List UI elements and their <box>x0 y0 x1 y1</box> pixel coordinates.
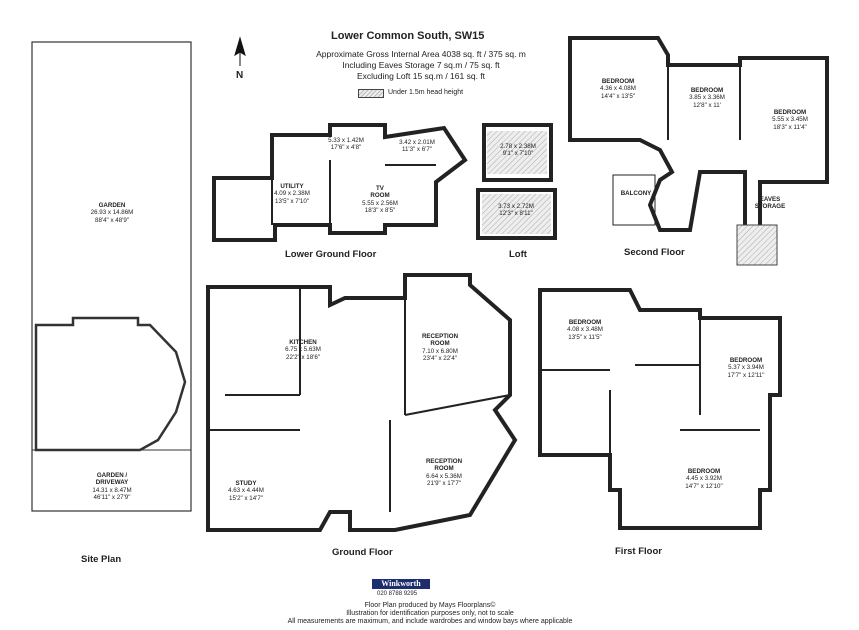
room-kitchen: KITCHEN 6.75 x 5.63M 22'2" x 18'6" <box>285 339 321 361</box>
area-line-3: Excluding Loft 15 sq.m / 161 sq. ft <box>356 71 486 81</box>
room-second-bedroom-2: BEDROOM 3.85 x 3.36M 12'8" x 11' <box>689 87 725 109</box>
site-plan <box>31 41 192 512</box>
room-lg-top-right: 3.42 x 2.01M 11'3" x 6'7" <box>399 139 435 154</box>
room-reception-2: RECEPTION ROOM 6.64 x 5.36M 21'9" x 17'7… <box>425 458 463 487</box>
label-loft: Loft <box>509 249 527 260</box>
footer-line-3: All measurements are maximum, and includ… <box>287 618 573 625</box>
page-title: Lower Common South, SW15 <box>331 30 485 42</box>
label-first-floor: First Floor <box>615 546 662 557</box>
footer-line-1: Floor Plan produced by Mays Floorplans© <box>364 602 496 609</box>
lower-ground-floor-plan <box>212 123 468 242</box>
room-first-bedroom-3: BEDROOM 4.45 x 3.92M 14'7" x 12'10" <box>685 468 723 490</box>
label-lower-ground-floor: Lower Ground Floor <box>285 249 377 260</box>
room-first-bedroom-2: BEDROOM 5.37 x 3.94M 17'7" x 12'11" <box>727 357 765 379</box>
room-utility: UTILITY 4.09 x 2.38M 13'5" x 7'10" <box>274 183 310 205</box>
ground-floor-plan <box>206 273 518 532</box>
label-second-floor: Second Floor <box>624 247 685 258</box>
second-floor-plan <box>568 36 829 266</box>
first-floor-plan <box>538 288 782 530</box>
label-ground-floor: Ground Floor <box>332 547 393 558</box>
room-second-bedroom-3: BEDROOM 5.55 x 3.45M 18'3" x 11'4" <box>772 109 808 131</box>
room-lg-top-left: 5.33 x 1.42M 17'6" x 4'8" <box>328 137 364 152</box>
room-garden-driveway: GARDEN / DRIVEWAY 14.31 x 8.47M 46'11" x… <box>92 472 132 501</box>
room-balcony: BALCONY <box>620 190 652 197</box>
legend-label: Under 1.5m head height <box>388 89 464 96</box>
room-second-bedroom-1: BEDROOM 4.36 x 4.08M 14'4" x 13'5" <box>600 78 636 100</box>
room-first-bedroom-1: BEDROOM 4.08 x 3.48M 13'5" x 11'5" <box>567 319 603 341</box>
legend-swatch <box>358 89 384 98</box>
footer-line-2: Illustration for identification purposes… <box>346 610 514 617</box>
room-loft-1: 2.78 x 2.38M 9'1" x 7'10" <box>500 143 536 158</box>
room-study: STUDY 4.63 x 4.44M 15'2" x 14'7" <box>228 480 264 502</box>
compass-north-label: N <box>236 70 244 81</box>
room-loft-2: 3.73 x 2.72M 12'3" x 8'11" <box>498 203 534 218</box>
room-eaves-storage: EAVES STORAGE <box>754 196 786 211</box>
phone-number: 020 8788 9295 <box>377 591 418 597</box>
room-garden: GARDEN 26.93 x 14.86M 88'4" x 48'9" <box>90 202 134 224</box>
room-reception-1: RECEPTION ROOM 7.10 x 6.80M 23'4" x 22'4… <box>421 333 459 362</box>
room-tv: TV ROOM 5.55 x 2.56M 18'3" x 8'5" <box>362 185 398 214</box>
compass-icon <box>234 36 246 66</box>
label-site-plan: Site Plan <box>81 554 122 565</box>
area-line-2: Including Eaves Storage 7 sq.m / 75 sq. … <box>342 60 500 70</box>
area-line-1: Approximate Gross Internal Area 4038 sq.… <box>316 49 526 59</box>
winkworth-logo: Winkworth <box>372 579 430 589</box>
loft-plan <box>476 123 557 240</box>
